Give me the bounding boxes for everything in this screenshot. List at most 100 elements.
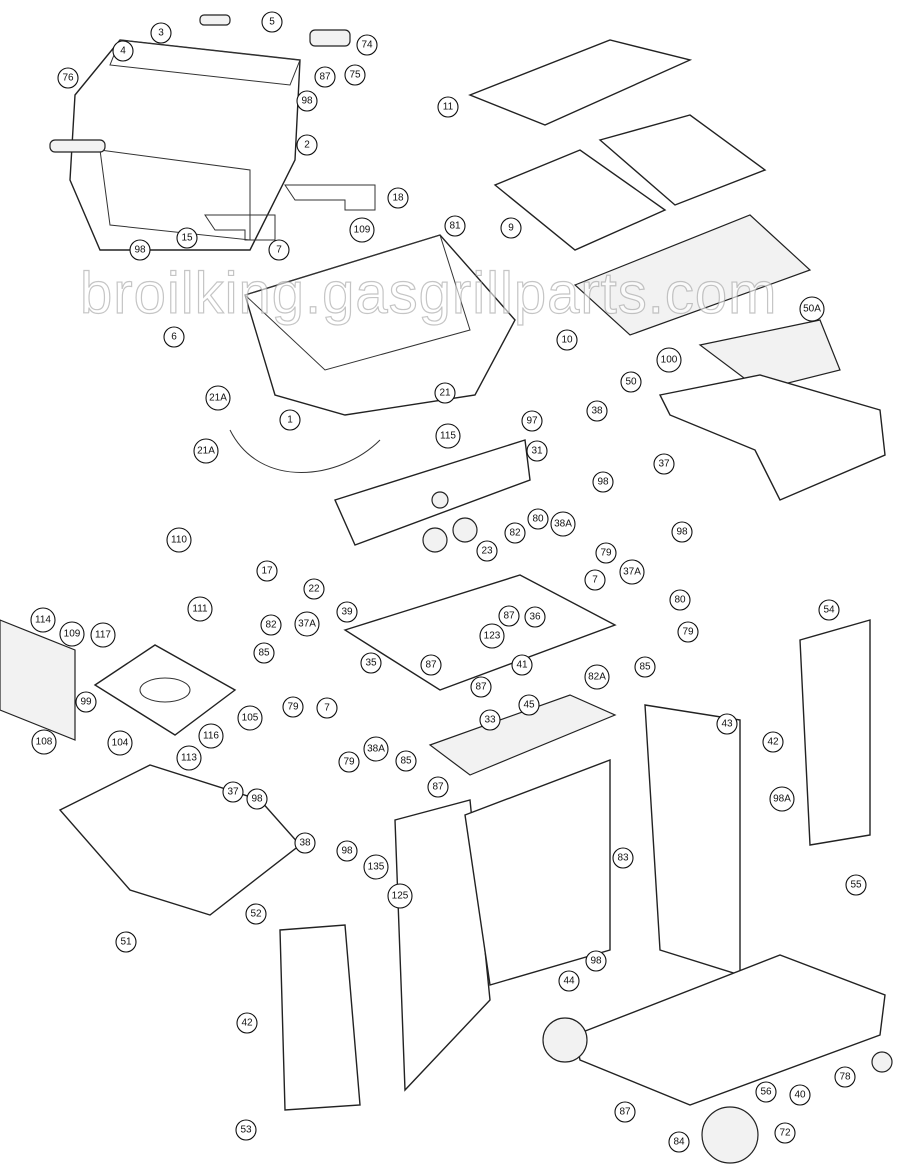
callout-111: 111 — [187, 596, 213, 622]
callout-label: 55 — [850, 880, 862, 891]
callout-76: 76 — [57, 67, 79, 89]
callout-label: 9 — [508, 223, 514, 234]
callout-circle — [107, 730, 133, 756]
callout-label: 87 — [425, 660, 437, 671]
callout-circle — [260, 614, 282, 636]
callout-label: 35 — [365, 658, 377, 669]
callout-98: 98 — [336, 840, 358, 862]
callout-55: 55 — [845, 874, 867, 896]
callout-81: 81 — [444, 215, 466, 237]
callout-104: 104 — [107, 730, 133, 756]
callout-label: 81 — [449, 221, 461, 232]
callout-label: 43 — [721, 719, 733, 730]
callout-circle — [338, 751, 360, 773]
callout-17: 17 — [256, 560, 278, 582]
callout-circle — [282, 696, 304, 718]
callout-21A: 21A — [193, 438, 219, 464]
callout-label: 42 — [241, 1018, 253, 1029]
callout-label: 98 — [676, 527, 688, 538]
callout-circle — [420, 654, 442, 676]
callout-label: 125 — [392, 891, 409, 902]
callout-label: 98 — [597, 477, 609, 488]
callout-circle — [524, 606, 546, 628]
callout-circle — [504, 522, 526, 544]
callout-109: 109 — [59, 621, 85, 647]
callout-21: 21 — [434, 382, 456, 404]
callout-label: 84 — [673, 1137, 685, 1148]
callout-72: 72 — [774, 1122, 796, 1144]
callout-circle — [59, 621, 85, 647]
callout-85: 85 — [634, 656, 656, 678]
callout-52: 52 — [245, 903, 267, 925]
thermometer-part — [199, 14, 231, 26]
callout-label: 2 — [304, 140, 310, 151]
callout-label: 31 — [531, 446, 543, 457]
callout-circle — [671, 521, 693, 543]
callout-circle — [634, 656, 656, 678]
callout-circle — [584, 569, 606, 591]
callout-circle — [444, 215, 466, 237]
callout-circle — [205, 385, 231, 411]
callout-41: 41 — [511, 654, 533, 676]
callout-circle — [187, 596, 213, 622]
callout-circle — [584, 664, 610, 690]
callout-label: 37 — [658, 459, 670, 470]
callout-circle — [470, 676, 492, 698]
callout-98: 98 — [296, 90, 318, 112]
callout-40: 40 — [789, 1084, 811, 1106]
callout-117: 117 — [90, 622, 116, 648]
callout-97: 97 — [521, 410, 543, 432]
callout-label: 75 — [349, 70, 361, 81]
callout-37A: 37A — [619, 559, 645, 585]
callout-label: 87 — [619, 1107, 631, 1118]
callout-label: 82 — [265, 620, 277, 631]
callout-5: 5 — [261, 11, 283, 33]
callout-circle — [112, 40, 134, 62]
callout-31: 31 — [526, 440, 548, 462]
callout-circle — [246, 788, 268, 810]
callout-circle — [556, 329, 578, 351]
callout-circle — [193, 438, 219, 464]
callout-circle — [296, 90, 318, 112]
callout-79: 79 — [595, 542, 617, 564]
callout-label: 97 — [526, 416, 538, 427]
callout-38: 38 — [586, 400, 608, 422]
callout-circle — [818, 599, 840, 621]
callout-label: 87 — [475, 682, 487, 693]
callout-label: 50 — [625, 377, 637, 388]
callout-56: 56 — [755, 1081, 777, 1103]
callout-38A: 38A — [363, 736, 389, 762]
callout-label: 38A — [554, 519, 572, 530]
callout-label: 18 — [392, 193, 404, 204]
callout-label: 39 — [341, 607, 353, 618]
callout-circle — [296, 134, 318, 156]
callout-circle — [558, 970, 580, 992]
right-side-shelf-part — [658, 319, 886, 501]
callout-39: 39 — [336, 601, 358, 623]
callout-circle — [585, 950, 607, 972]
callout-circle — [434, 382, 456, 404]
callout-circle — [30, 607, 56, 633]
callout-label: 83 — [617, 853, 629, 864]
callout-label: 105 — [242, 713, 259, 724]
callout-15: 15 — [176, 227, 198, 249]
callout-circle — [235, 1119, 257, 1141]
callout-116: 116 — [198, 723, 224, 749]
callout-label: 37A — [623, 567, 641, 578]
callout-label: 78 — [839, 1072, 851, 1083]
callout-circle — [198, 723, 224, 749]
callout-circle — [668, 1131, 690, 1153]
callout-circle — [387, 187, 409, 209]
callout-label: 21A — [197, 446, 215, 457]
callout-label: 74 — [361, 40, 373, 51]
callout-3: 3 — [150, 22, 172, 44]
callout-114: 114 — [30, 607, 56, 633]
callout-98: 98 — [671, 521, 693, 543]
callout-label: 117 — [95, 630, 111, 641]
callout-circle — [294, 611, 320, 637]
callout-label: 76 — [62, 73, 74, 84]
callout-18: 18 — [387, 187, 409, 209]
callout-circle — [479, 623, 505, 649]
callout-79: 79 — [677, 621, 699, 643]
